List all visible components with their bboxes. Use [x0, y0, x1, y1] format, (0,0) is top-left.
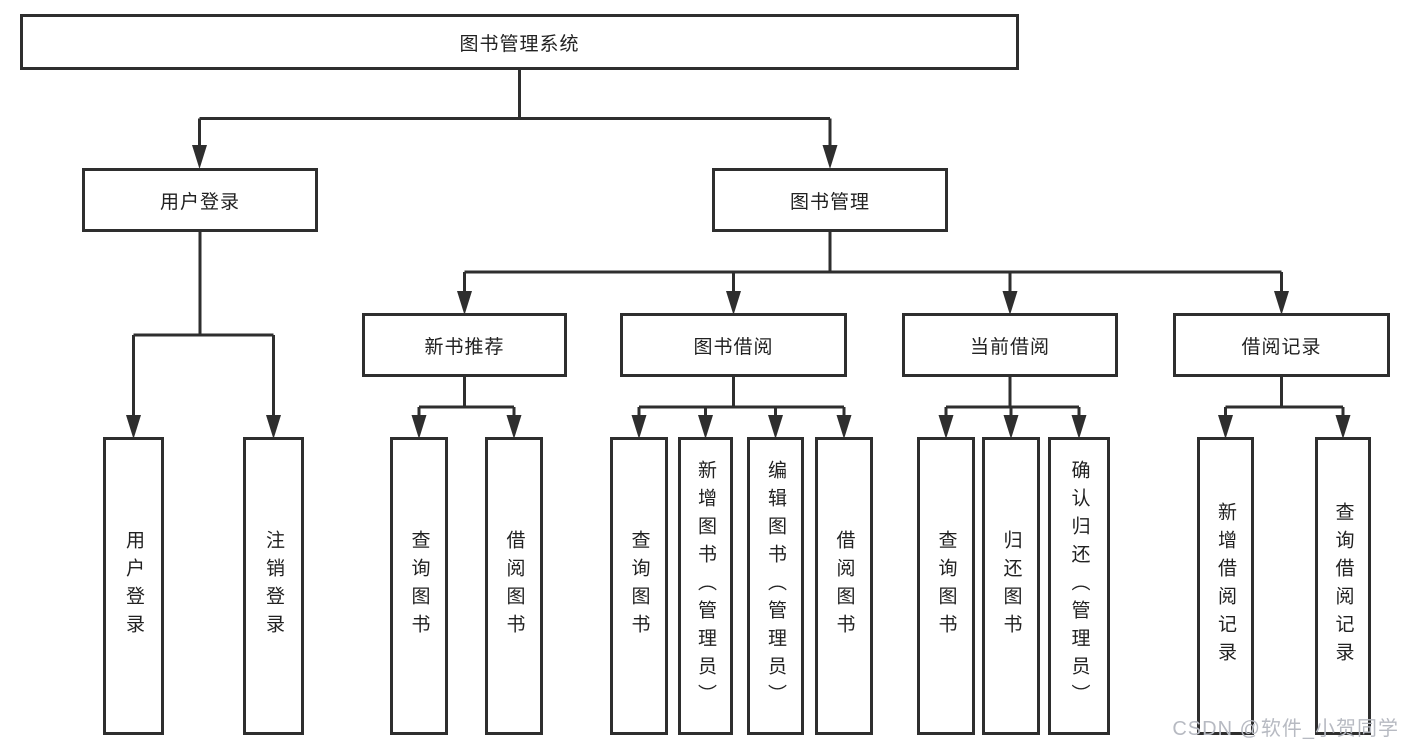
- leaf-edit-books-admin: 编辑图书（管理员）: [747, 437, 804, 735]
- leaf-borrow-query-books: 查询图书: [610, 437, 668, 735]
- leaf-rec-query-books-label: 查询图书: [408, 530, 430, 642]
- leaf-user-login-label: 用户登录: [123, 530, 144, 642]
- node-user-login-label: 用户登录: [159, 191, 240, 213]
- watermark: CSDN @软件_小贺同学: [1172, 718, 1399, 740]
- arrowhead-icons: [126, 145, 1351, 439]
- node-book-borrow: 图书借阅: [620, 313, 847, 377]
- node-root-label: 图书管理系统: [459, 33, 580, 55]
- leaf-add-borrow-record: 新增借阅记录: [1197, 437, 1254, 735]
- leaf-rec-query-books: 查询图书: [390, 437, 448, 735]
- node-borrow-records: 借阅记录: [1173, 313, 1390, 377]
- leaf-query-borrow-record: 查询借阅记录: [1315, 437, 1371, 735]
- leaf-query-borrow-record-label: 查询借阅记录: [1332, 502, 1354, 670]
- node-user-login: 用户登录: [82, 168, 318, 232]
- node-book-mgmt: 图书管理: [712, 168, 948, 232]
- leaf-confirm-return-admin: 确认归还（管理员）: [1048, 437, 1110, 735]
- leaf-borrow-books-label: 借阅图书: [833, 530, 855, 642]
- leaf-add-borrow-record-label: 新增借阅记录: [1215, 502, 1236, 670]
- node-book-borrow-label: 图书借阅: [693, 336, 774, 358]
- leaf-rec-borrow-books: 借阅图书: [485, 437, 543, 735]
- leaf-add-books-admin: 新增图书（管理员）: [678, 437, 733, 735]
- node-borrow-records-label: 借阅记录: [1241, 336, 1322, 358]
- node-current-borrow-label: 当前借阅: [969, 336, 1050, 358]
- leaf-confirm-return-admin-label: 确认归还（管理员）: [1068, 460, 1090, 712]
- leaf-current-query-books-label: 查询图书: [935, 530, 957, 642]
- leaf-return-books: 归还图书: [982, 437, 1040, 735]
- node-current-borrow: 当前借阅: [902, 313, 1118, 377]
- node-new-book-rec-label: 新书推荐: [424, 336, 505, 358]
- leaf-add-books-admin-label: 新增图书（管理员）: [695, 460, 716, 712]
- leaf-user-login: 用户登录: [103, 437, 164, 735]
- leaf-borrow-query-books-label: 查询图书: [628, 530, 650, 642]
- leaf-borrow-books: 借阅图书: [815, 437, 873, 735]
- leaf-current-query-books: 查询图书: [917, 437, 975, 735]
- node-root: 图书管理系统: [20, 14, 1019, 70]
- node-book-mgmt-label: 图书管理: [789, 191, 870, 213]
- leaf-edit-books-admin-label: 编辑图书（管理员）: [765, 460, 786, 712]
- leaf-logout: 注销登录: [243, 437, 304, 735]
- node-new-book-rec: 新书推荐: [362, 313, 567, 377]
- leaf-rec-borrow-books-label: 借阅图书: [503, 530, 525, 642]
- leaf-return-books-label: 归还图书: [1000, 530, 1022, 642]
- leaf-logout-label: 注销登录: [263, 530, 284, 642]
